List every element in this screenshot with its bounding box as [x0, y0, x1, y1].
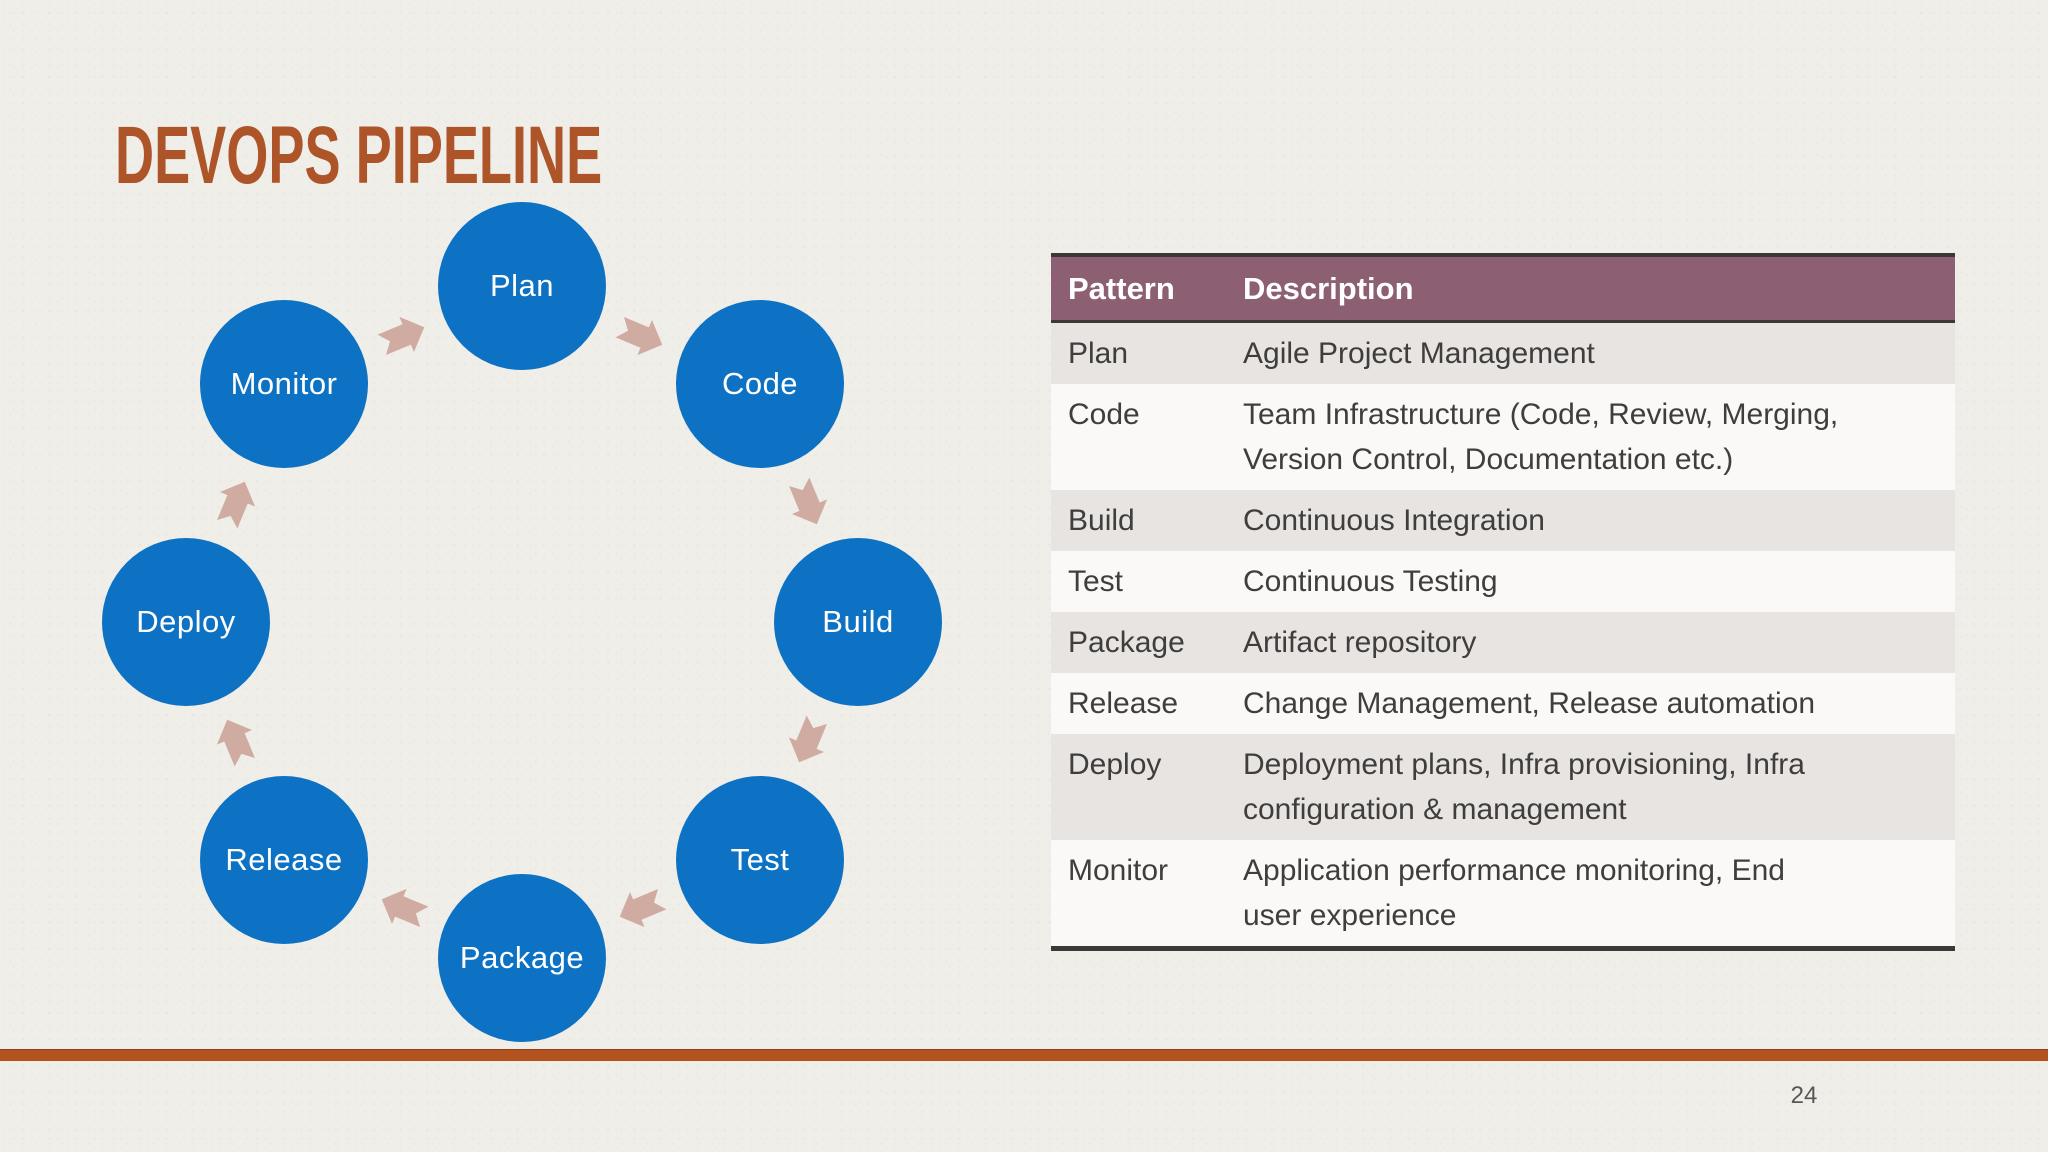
- arrow-package-to-release-icon: [370, 875, 435, 940]
- table-row: Code Team Infrastructure (Code, Review, …: [1051, 384, 1955, 490]
- table-cell-pattern: Build: [1068, 504, 1135, 537]
- step-build-label: Build: [822, 604, 894, 639]
- table-header-description: Description: [1243, 270, 1414, 306]
- table-cell-description: Team Infrastructure (Code, Review, Mergi…: [1243, 398, 1839, 476]
- table-cell-pattern: Monitor: [1068, 854, 1169, 887]
- step-plan: Plan: [438, 202, 606, 370]
- arrow-build-to-test-icon: [775, 708, 840, 773]
- table-row: Package Artifact repository: [1051, 612, 1955, 673]
- arrow-code-to-build-icon: [775, 470, 840, 535]
- table-cell-pattern: Release: [1068, 687, 1179, 720]
- table-row: Release Change Management, Release autom…: [1051, 673, 1955, 734]
- table-cell-pattern: Code: [1068, 398, 1140, 431]
- table-cell-description: Deployment plans, Infra provisioning, In…: [1243, 748, 1805, 826]
- table-row: Test Continuous Testing: [1051, 551, 1955, 612]
- table-cell-description: Agile Project Management: [1243, 337, 1595, 370]
- pattern-description-table: Pattern Description Plan Agile Project M…: [1051, 253, 1955, 951]
- table-cell-description: Artifact repository: [1243, 626, 1477, 659]
- table-cell-description: Continuous Testing: [1243, 565, 1498, 598]
- step-test-label: Test: [730, 842, 790, 877]
- arrow-test-to-package-icon: [608, 875, 673, 940]
- table-cell-pattern: Deploy: [1068, 748, 1162, 781]
- step-release: Release: [200, 776, 368, 944]
- step-code-label: Code: [721, 366, 799, 401]
- table-cell-description: Continuous Integration: [1243, 504, 1545, 537]
- table-header-row: Pattern Description: [1051, 257, 1955, 323]
- step-test: Test: [676, 776, 844, 944]
- table-cell-pattern: Plan: [1068, 337, 1129, 370]
- table-cell-description: Change Management, Release automation: [1243, 687, 1816, 720]
- step-release-label: Release: [225, 842, 343, 877]
- arrow-deploy-to-monitor-icon: [203, 470, 268, 535]
- step-monitor-label: Monitor: [230, 366, 338, 401]
- table-header-pattern: Pattern: [1068, 270, 1175, 306]
- step-monitor: Monitor: [200, 300, 368, 468]
- step-deploy: Deploy: [102, 538, 270, 706]
- step-package: Package: [438, 874, 606, 1042]
- slide-title: DEVOPS PIPELINE: [115, 109, 603, 201]
- table-cell-pattern: Package: [1068, 626, 1185, 659]
- arrow-release-to-deploy-icon: [203, 708, 268, 773]
- step-code: Code: [676, 300, 844, 468]
- footer-accent-bar: [0, 1049, 2048, 1061]
- table-cell-pattern: Test: [1068, 565, 1124, 598]
- table-row: Monitor Application performance monitori…: [1051, 840, 1955, 946]
- step-build: Build: [774, 538, 942, 706]
- table-row: Build Continuous Integration: [1051, 490, 1955, 551]
- arrow-monitor-to-plan-icon: [370, 303, 435, 368]
- table-row: Plan Agile Project Management: [1051, 323, 1955, 384]
- step-package-label: Package: [459, 940, 585, 975]
- step-deploy-label: Deploy: [136, 604, 236, 639]
- table-cell-description: Application performance monitoring, End …: [1243, 854, 1785, 932]
- step-plan-label: Plan: [489, 268, 555, 303]
- page-number: 24: [1790, 1082, 1818, 1109]
- arrow-plan-to-code-icon: [608, 303, 673, 368]
- table-row: Deploy Deployment plans, Infra provision…: [1051, 734, 1955, 840]
